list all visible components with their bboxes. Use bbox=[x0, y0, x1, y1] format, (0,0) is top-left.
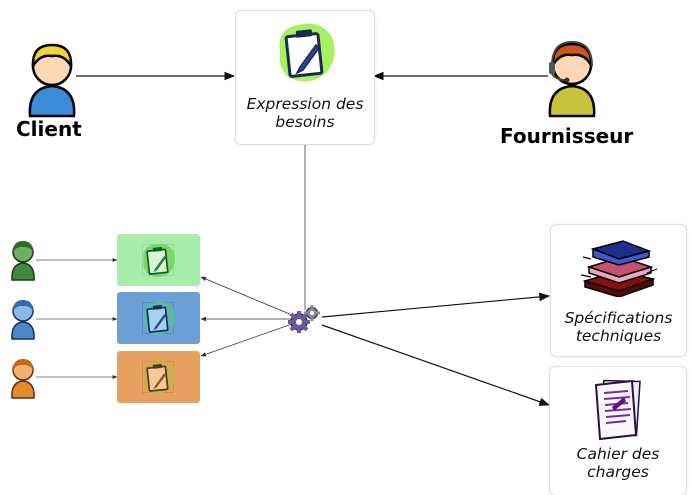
needs-card: Expression des besoins bbox=[235, 10, 375, 145]
client-person-icon bbox=[28, 43, 76, 118]
client-label: Client bbox=[16, 117, 82, 141]
arrow-hub-to-charges bbox=[321, 324, 551, 406]
supplier-headset-person-icon bbox=[548, 40, 596, 118]
clipboard-pencil-icon bbox=[279, 23, 335, 82]
needs-label-line1: Expression des bbox=[246, 95, 364, 113]
arrow-hub-to-team-green bbox=[200, 276, 293, 316]
charges-card: Cahier des charges bbox=[549, 366, 687, 495]
team-green-box bbox=[117, 234, 200, 286]
charges-label-line1: Cahier des bbox=[576, 445, 660, 463]
supplier-label: Fournisseur bbox=[500, 124, 634, 148]
document-sheets-icon bbox=[594, 379, 641, 441]
team-green-person-icon bbox=[11, 241, 35, 281]
team-orange-person-icon bbox=[11, 359, 35, 399]
specs-label-line2: techniques bbox=[575, 327, 662, 345]
needs-label-line2: besoins bbox=[275, 113, 335, 131]
arrow-hub-to-specs bbox=[321, 292, 551, 318]
clipboard-pencil-icon bbox=[142, 301, 176, 336]
team-blue-person-icon bbox=[11, 300, 35, 340]
clipboard-pencil-icon bbox=[142, 360, 176, 395]
clipboard-pencil-icon bbox=[142, 243, 176, 278]
arrow-hub-to-team-orange bbox=[200, 323, 293, 357]
gears-icon bbox=[288, 305, 320, 333]
specs-label-line1: Spécifications bbox=[564, 309, 673, 327]
team-orange-box bbox=[117, 351, 200, 403]
team-blue-box bbox=[117, 292, 200, 344]
book-stack-icon bbox=[580, 240, 658, 297]
charges-label-line2: charges bbox=[587, 463, 649, 481]
specs-card: Spécifications techniques bbox=[550, 224, 687, 357]
